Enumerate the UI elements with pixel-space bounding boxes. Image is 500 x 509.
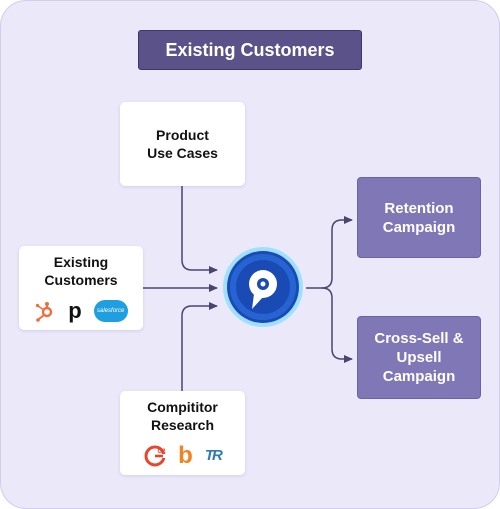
connector-hub-split-lower [321,287,353,363]
retention-campaign-label: Retention Campaign [382,199,456,236]
diagram-title: Existing Customers [138,30,362,70]
hubspot-icon [34,300,56,322]
g2-logo: G2 [144,445,167,467]
product-use-cases-card: Product Use Cases [120,102,245,186]
arrow-product-to-hub [181,186,218,274]
g2-text: G2 [158,449,167,455]
competitor-research-card: Compititor Research G2 b TR [120,391,245,475]
existing-customers-label: Existing Customers [44,254,118,288]
crm-logos: p salesforce [34,298,128,323]
capterra-b-logo: b [178,442,193,469]
review-site-logos: G2 b TR [144,442,223,469]
pipedrive-logo: p [68,298,82,323]
hub-logo-icon [222,246,304,328]
cross-sell-upsell-campaign-box: Cross-Sell & Upsell Campaign [357,316,481,399]
arrow-research-to-hub [181,302,218,391]
trustradius-logo: TR [204,447,223,464]
existing-customers-card: Existing Customers p salesforce [19,246,143,330]
product-use-cases-label: Product Use Cases [147,127,218,161]
connector-hub-split [306,216,353,289]
salesforce-logo: salesforce [93,300,128,322]
retention-campaign-box: Retention Campaign [357,177,481,258]
competitor-research-label: Compititor Research [147,399,218,433]
cross-sell-upsell-campaign-label: Cross-Sell & Upsell Campaign [374,330,464,385]
